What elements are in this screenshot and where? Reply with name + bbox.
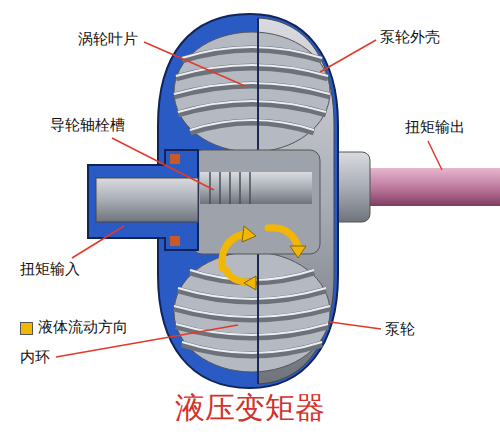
spline-teeth xyxy=(210,172,250,204)
legend-text: 液体流动方向 xyxy=(38,318,128,336)
blade-torus xyxy=(174,32,330,152)
part-label: 泵轮外壳 xyxy=(380,28,440,46)
input-hub xyxy=(88,150,198,250)
part-label: 泵轮 xyxy=(385,320,415,338)
input-shaft xyxy=(96,178,198,222)
leader-lines xyxy=(56,40,442,357)
part-label: 导轮轴栓槽 xyxy=(50,116,125,134)
bolt xyxy=(170,236,180,246)
turbine-blades xyxy=(174,47,330,132)
pump-blades xyxy=(174,270,330,355)
flow-arrowheads xyxy=(242,226,306,290)
diagram-title: 液压变矩器 xyxy=(0,390,500,426)
stator-spline xyxy=(200,172,312,204)
part-label: 扭矩输入 xyxy=(20,260,80,278)
part-label: 扭矩输出 xyxy=(405,118,465,136)
stator xyxy=(192,150,320,254)
part-label: 内环 xyxy=(20,348,50,366)
bolt xyxy=(170,154,180,164)
flow-arrows xyxy=(222,228,298,282)
blade-torus xyxy=(174,252,330,372)
legend-swatch xyxy=(20,322,33,335)
part-label: 涡轮叶片 xyxy=(78,30,138,48)
